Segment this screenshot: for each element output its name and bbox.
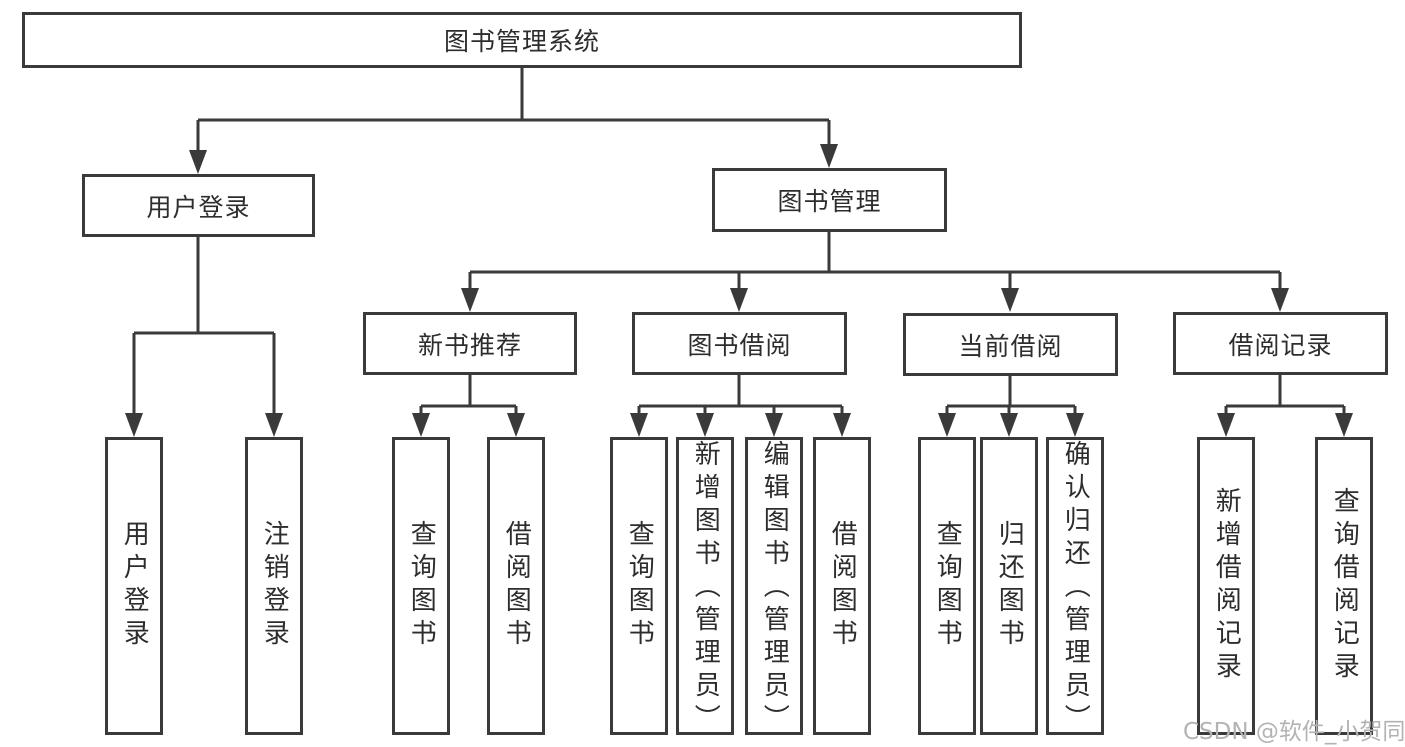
- leaf-query-borrow-record: 查询借阅记录: [1315, 437, 1373, 735]
- node-label: 归还图书: [994, 520, 1025, 652]
- leaf-add-borrow-record: 新增借阅记录: [1197, 437, 1255, 735]
- leaf-edit-books-admin: 编辑图书（管理员）: [745, 437, 803, 737]
- node-current-borrow: 当前借阅: [903, 313, 1118, 376]
- node-label: 图书管理: [777, 187, 882, 216]
- node-label: 用户登录: [119, 520, 150, 652]
- node-label: 当前借阅: [958, 331, 1063, 361]
- node-label: 查询借阅记录: [1329, 487, 1360, 685]
- node-book-borrow: 图书借阅: [632, 312, 847, 375]
- node-label: 借阅记录: [1228, 330, 1333, 360]
- node-label: 新增图书（管理员）: [690, 440, 721, 737]
- leaf-confirm-return-admin: 确认归还（管理员）: [1046, 437, 1104, 737]
- node-root-system: 图书管理系统: [22, 12, 1022, 68]
- node-label: 用户登录: [146, 192, 251, 222]
- node-label: 查询图书: [406, 520, 437, 652]
- leaf-borrow-books-recommend: 借阅图书: [487, 437, 545, 735]
- leaf-logout: 注销登录: [245, 437, 303, 735]
- leaf-user-login: 用户登录: [105, 437, 163, 735]
- node-label: 查询图书: [624, 520, 655, 652]
- leaf-borrow-books: 借阅图书: [813, 437, 871, 735]
- node-borrow-record: 借阅记录: [1173, 312, 1388, 375]
- node-label: 图书管理系统: [443, 27, 600, 56]
- leaf-return-books: 归还图书: [980, 437, 1038, 735]
- node-label: 图书借阅: [687, 330, 792, 360]
- node-label: 注销登录: [259, 520, 290, 652]
- node-label: 编辑图书（管理员）: [759, 440, 790, 737]
- node-user-login: 用户登录: [82, 174, 315, 237]
- leaf-add-books-admin: 新增图书（管理员）: [676, 437, 734, 737]
- node-label: 新书推荐: [417, 330, 522, 360]
- csdn-watermark: CSDN @软件_小贺同学: [1183, 719, 1405, 745]
- leaf-query-books-current: 查询图书: [918, 437, 976, 735]
- node-label: 借阅图书: [827, 520, 858, 652]
- node-label: 新增借阅记录: [1211, 487, 1242, 685]
- node-label: 查询图书: [932, 520, 963, 652]
- leaf-query-books-recommend: 查询图书: [392, 437, 450, 735]
- node-label: 借阅图书: [501, 520, 532, 652]
- node-new-book-recommend: 新书推荐: [363, 312, 577, 375]
- node-label: 确认归还（管理员）: [1060, 440, 1091, 737]
- node-book-management: 图书管理: [712, 168, 947, 232]
- leaf-query-books-borrow: 查询图书: [610, 437, 668, 735]
